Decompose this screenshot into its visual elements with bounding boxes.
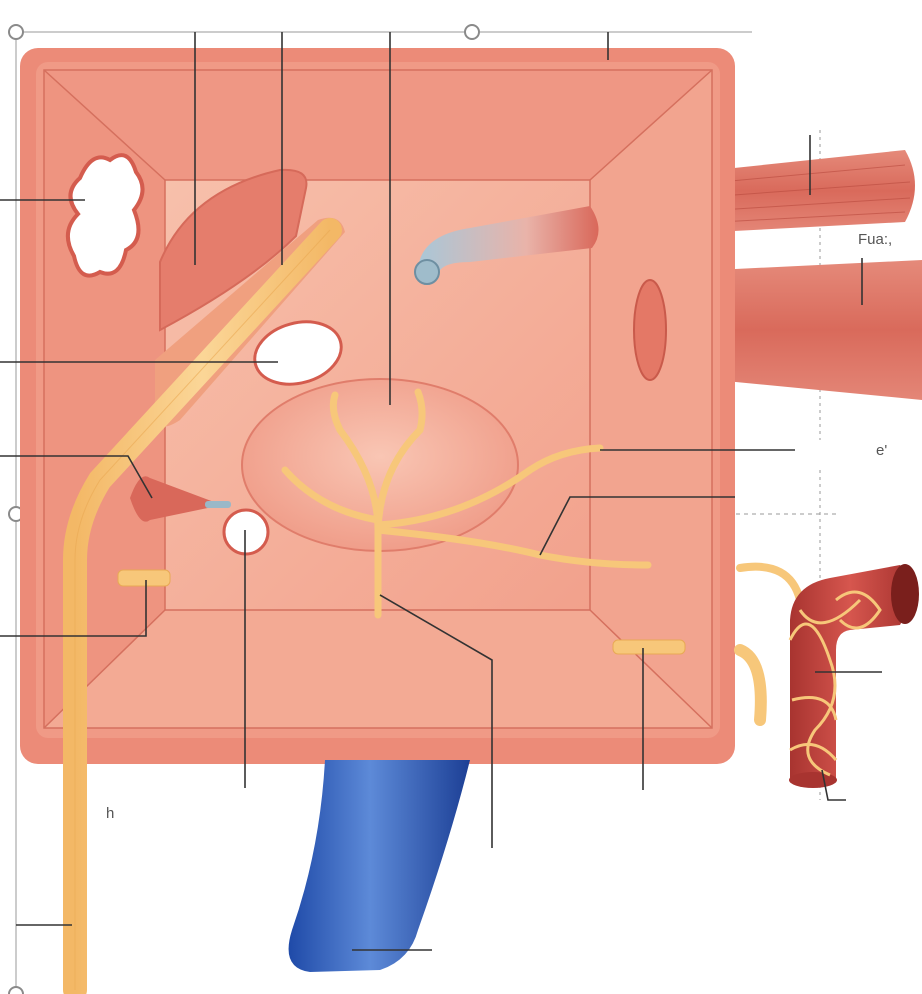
handle-bottom-left [9,987,23,994]
artery-capillary-bed [789,564,919,788]
label-fragment-right: e' [876,442,887,459]
outgoing-nerve [740,567,800,600]
vacuole-small [224,510,268,554]
wall-opening [634,280,666,380]
label-fragment-bottom-left: h [106,805,114,822]
nerve-branch-left [118,570,170,586]
vein [289,760,470,972]
nerve-branch-right [613,640,685,654]
handle-top-left [9,25,23,39]
label-fragment-top-right: Fua:, [858,231,892,248]
outgoing-nerve-lower [740,650,761,720]
handle-top-middle [465,25,479,39]
skeletal-muscle-bundle [715,150,915,232]
